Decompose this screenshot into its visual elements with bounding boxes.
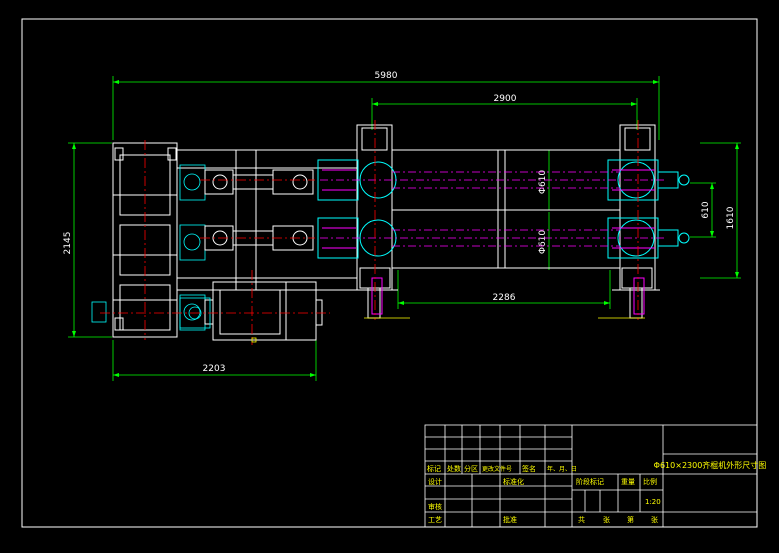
- bearing-housings: [317, 159, 690, 259]
- role-standard: 标准化: [503, 477, 524, 486]
- roll-stand-right: [612, 124, 660, 319]
- dim-right-large: 1610: [726, 206, 736, 229]
- sheet-total-label: 共: [578, 515, 585, 524]
- dim-roll-face: 2286: [493, 293, 516, 303]
- scale-value: 1:20: [645, 498, 661, 506]
- rev-label-doc: 更改文件号: [482, 465, 512, 473]
- role-process: 工艺: [428, 516, 442, 524]
- yellow-details: [251, 317, 645, 343]
- dim-overall-length: 5980: [375, 71, 398, 81]
- sheet-total-unit: 张: [603, 515, 610, 524]
- dimension-arrows: [72, 80, 739, 377]
- center-lines: [100, 120, 639, 345]
- rev-label-sign: 签名: [522, 464, 536, 473]
- drawing-border: [21, 18, 758, 528]
- dim-roll-span: 2900: [494, 94, 517, 104]
- rev-label-zone: 分区: [464, 464, 478, 473]
- weight-label: 重量: [621, 478, 635, 486]
- dim-roll-dia-1: Φ610: [538, 170, 548, 195]
- sheet-no-label: 第: [627, 515, 634, 524]
- gearbox-frame: [112, 142, 358, 338]
- motor: [204, 281, 323, 341]
- drawing-title: Φ610×2300齐棍机外形尺寸图: [654, 460, 767, 470]
- role-review: 审核: [428, 502, 442, 511]
- role-approve: 批准: [503, 515, 517, 524]
- rev-label-count: 处数: [447, 464, 461, 473]
- rev-label-mark: 标记: [427, 464, 441, 473]
- dim-left-width: 2145: [63, 232, 73, 255]
- roll-stand-left: [350, 124, 398, 319]
- sheet-no-unit: 张: [651, 515, 658, 524]
- rev-label-date: 年、月、日: [547, 465, 577, 473]
- roll-bodies: [391, 149, 621, 269]
- title-block-lines: [424, 424, 758, 528]
- dim-right-small: 610: [701, 201, 711, 218]
- dim-motor-base: 2203: [203, 364, 226, 374]
- role-design: 设计: [428, 477, 442, 486]
- dim-roll-dia-2: Φ610: [538, 230, 548, 255]
- scale-label: 比例: [643, 477, 657, 486]
- magenta-details: [322, 169, 655, 315]
- roll-axes: [320, 171, 665, 247]
- gearbox-detail: [179, 164, 206, 331]
- stage-label: 阶段标记: [576, 477, 604, 486]
